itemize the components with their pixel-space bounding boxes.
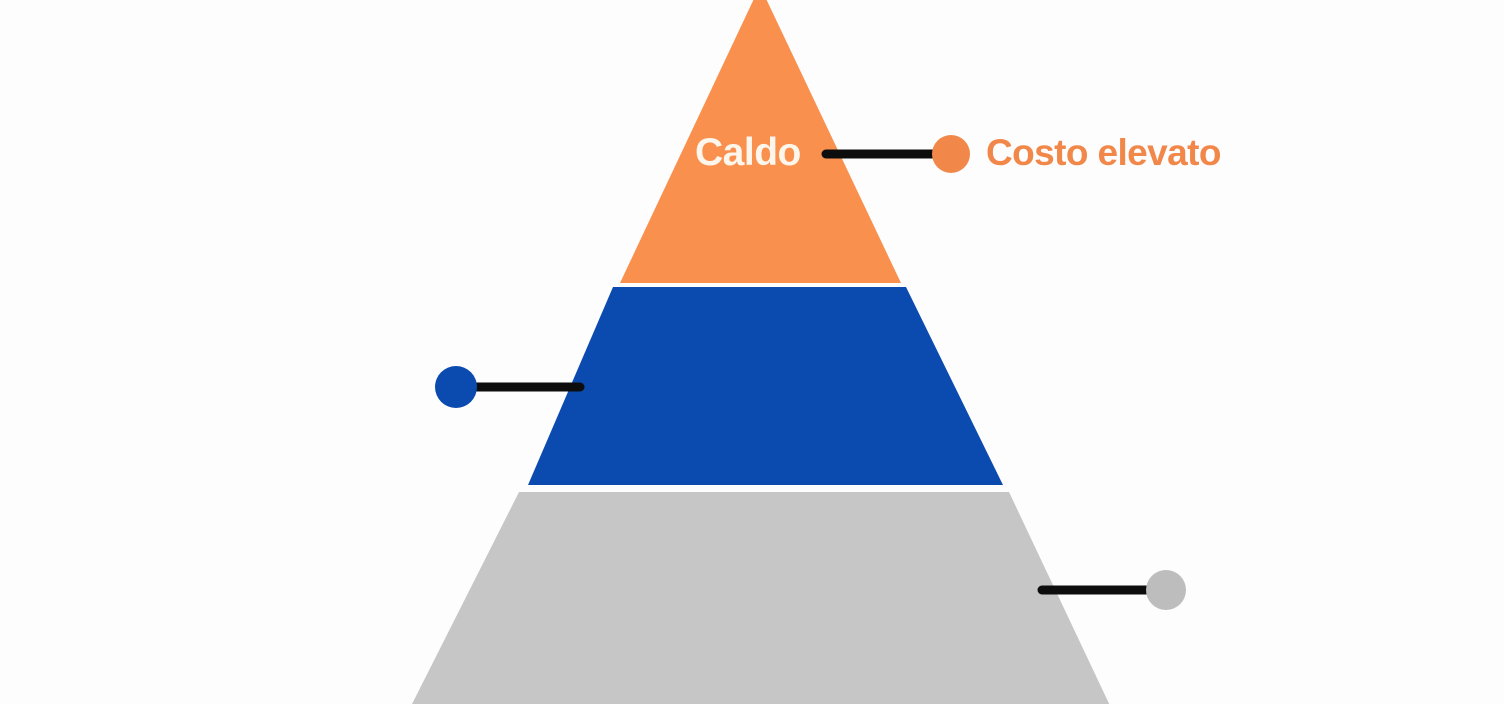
callout-connector-top[interactable] <box>821 135 970 173</box>
pyramid-tier-top[interactable] <box>620 0 901 283</box>
callout-dot-gray[interactable] <box>1146 570 1186 610</box>
callout-connector-bottom[interactable] <box>1037 570 1186 610</box>
callout-text-top: Costo elevato <box>986 132 1221 173</box>
callout-dot-blue[interactable] <box>435 366 477 408</box>
callout-connector-middle[interactable] <box>435 366 585 408</box>
pyramid-tier-bottom[interactable] <box>408 492 1113 704</box>
pyramid-tier-middle[interactable] <box>528 287 1003 485</box>
callout-dot-orange[interactable] <box>932 135 970 173</box>
pyramid-tier-top-label: Caldo <box>695 131 801 174</box>
